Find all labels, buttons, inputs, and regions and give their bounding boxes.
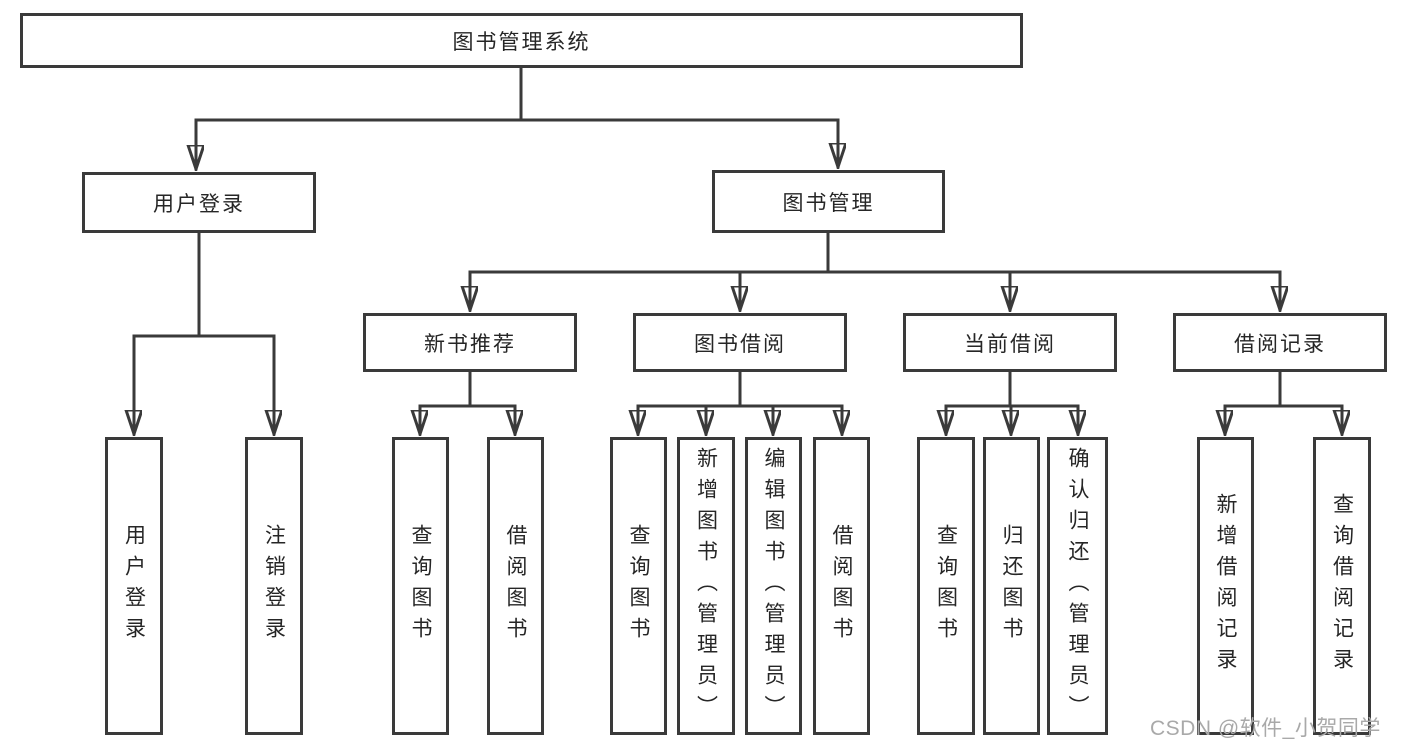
node-label: 借阅图书 (830, 524, 853, 648)
node-label: 归还图书 (1000, 524, 1023, 648)
leaf-logout: 注销登录 (245, 437, 303, 735)
node-label: 查询借阅记录 (1330, 493, 1354, 679)
node-label: 新增图书（管理员） (694, 446, 718, 726)
node-label: 查询图书 (627, 524, 650, 648)
node-label: 用户登录 (122, 524, 146, 648)
node-library-management-system: 图书管理系统 (20, 13, 1023, 68)
leaf-borrow-books-2: 借阅图书 (813, 437, 870, 735)
leaf-query-books-1: 查询图书 (392, 437, 449, 735)
node-label: 编辑图书（管理员） (762, 446, 785, 726)
node-label: 图书管理系统 (452, 30, 591, 54)
leaf-confirm-return-admin: 确认归还（管理员） (1047, 437, 1108, 735)
node-label: 新书推荐 (424, 332, 516, 356)
leaf-borrow-books-1: 借阅图书 (487, 437, 544, 735)
node-label: 新增借阅记录 (1214, 493, 1237, 679)
node-label: 当前借阅 (964, 332, 1056, 356)
node-borrowing-records: 借阅记录 (1173, 313, 1387, 372)
leaf-query-borrow-record: 查询借阅记录 (1313, 437, 1371, 735)
node-label: 借阅图书 (504, 524, 527, 648)
leaf-add-borrow-record: 新增借阅记录 (1197, 437, 1254, 735)
node-label: 图书借阅 (694, 332, 786, 356)
node-label: 借阅记录 (1234, 332, 1326, 356)
node-book-borrowing: 图书借阅 (633, 313, 847, 372)
leaf-edit-books-admin: 编辑图书（管理员） (745, 437, 802, 735)
leaf-add-books-admin: 新增图书（管理员） (677, 437, 735, 735)
node-user-login-module: 用户登录 (82, 172, 316, 233)
leaf-user-login: 用户登录 (105, 437, 163, 735)
leaf-query-books-2: 查询图书 (610, 437, 667, 735)
leaf-query-books-3: 查询图书 (917, 437, 975, 735)
node-new-book-recommend: 新书推荐 (363, 313, 577, 372)
node-label: 查询图书 (934, 524, 958, 648)
csdn-watermark: CSDN @软件_小贺同学 (1150, 717, 1381, 740)
node-book-management-module: 图书管理 (712, 170, 945, 233)
node-label: 确认归还（管理员） (1066, 446, 1089, 726)
leaf-return-books: 归还图书 (983, 437, 1040, 735)
node-label: 用户登录 (153, 192, 245, 216)
node-current-borrowing: 当前借阅 (903, 313, 1117, 372)
node-label: 注销登录 (262, 524, 286, 648)
node-label: 查询图书 (409, 524, 432, 648)
node-label: 图书管理 (782, 191, 875, 215)
